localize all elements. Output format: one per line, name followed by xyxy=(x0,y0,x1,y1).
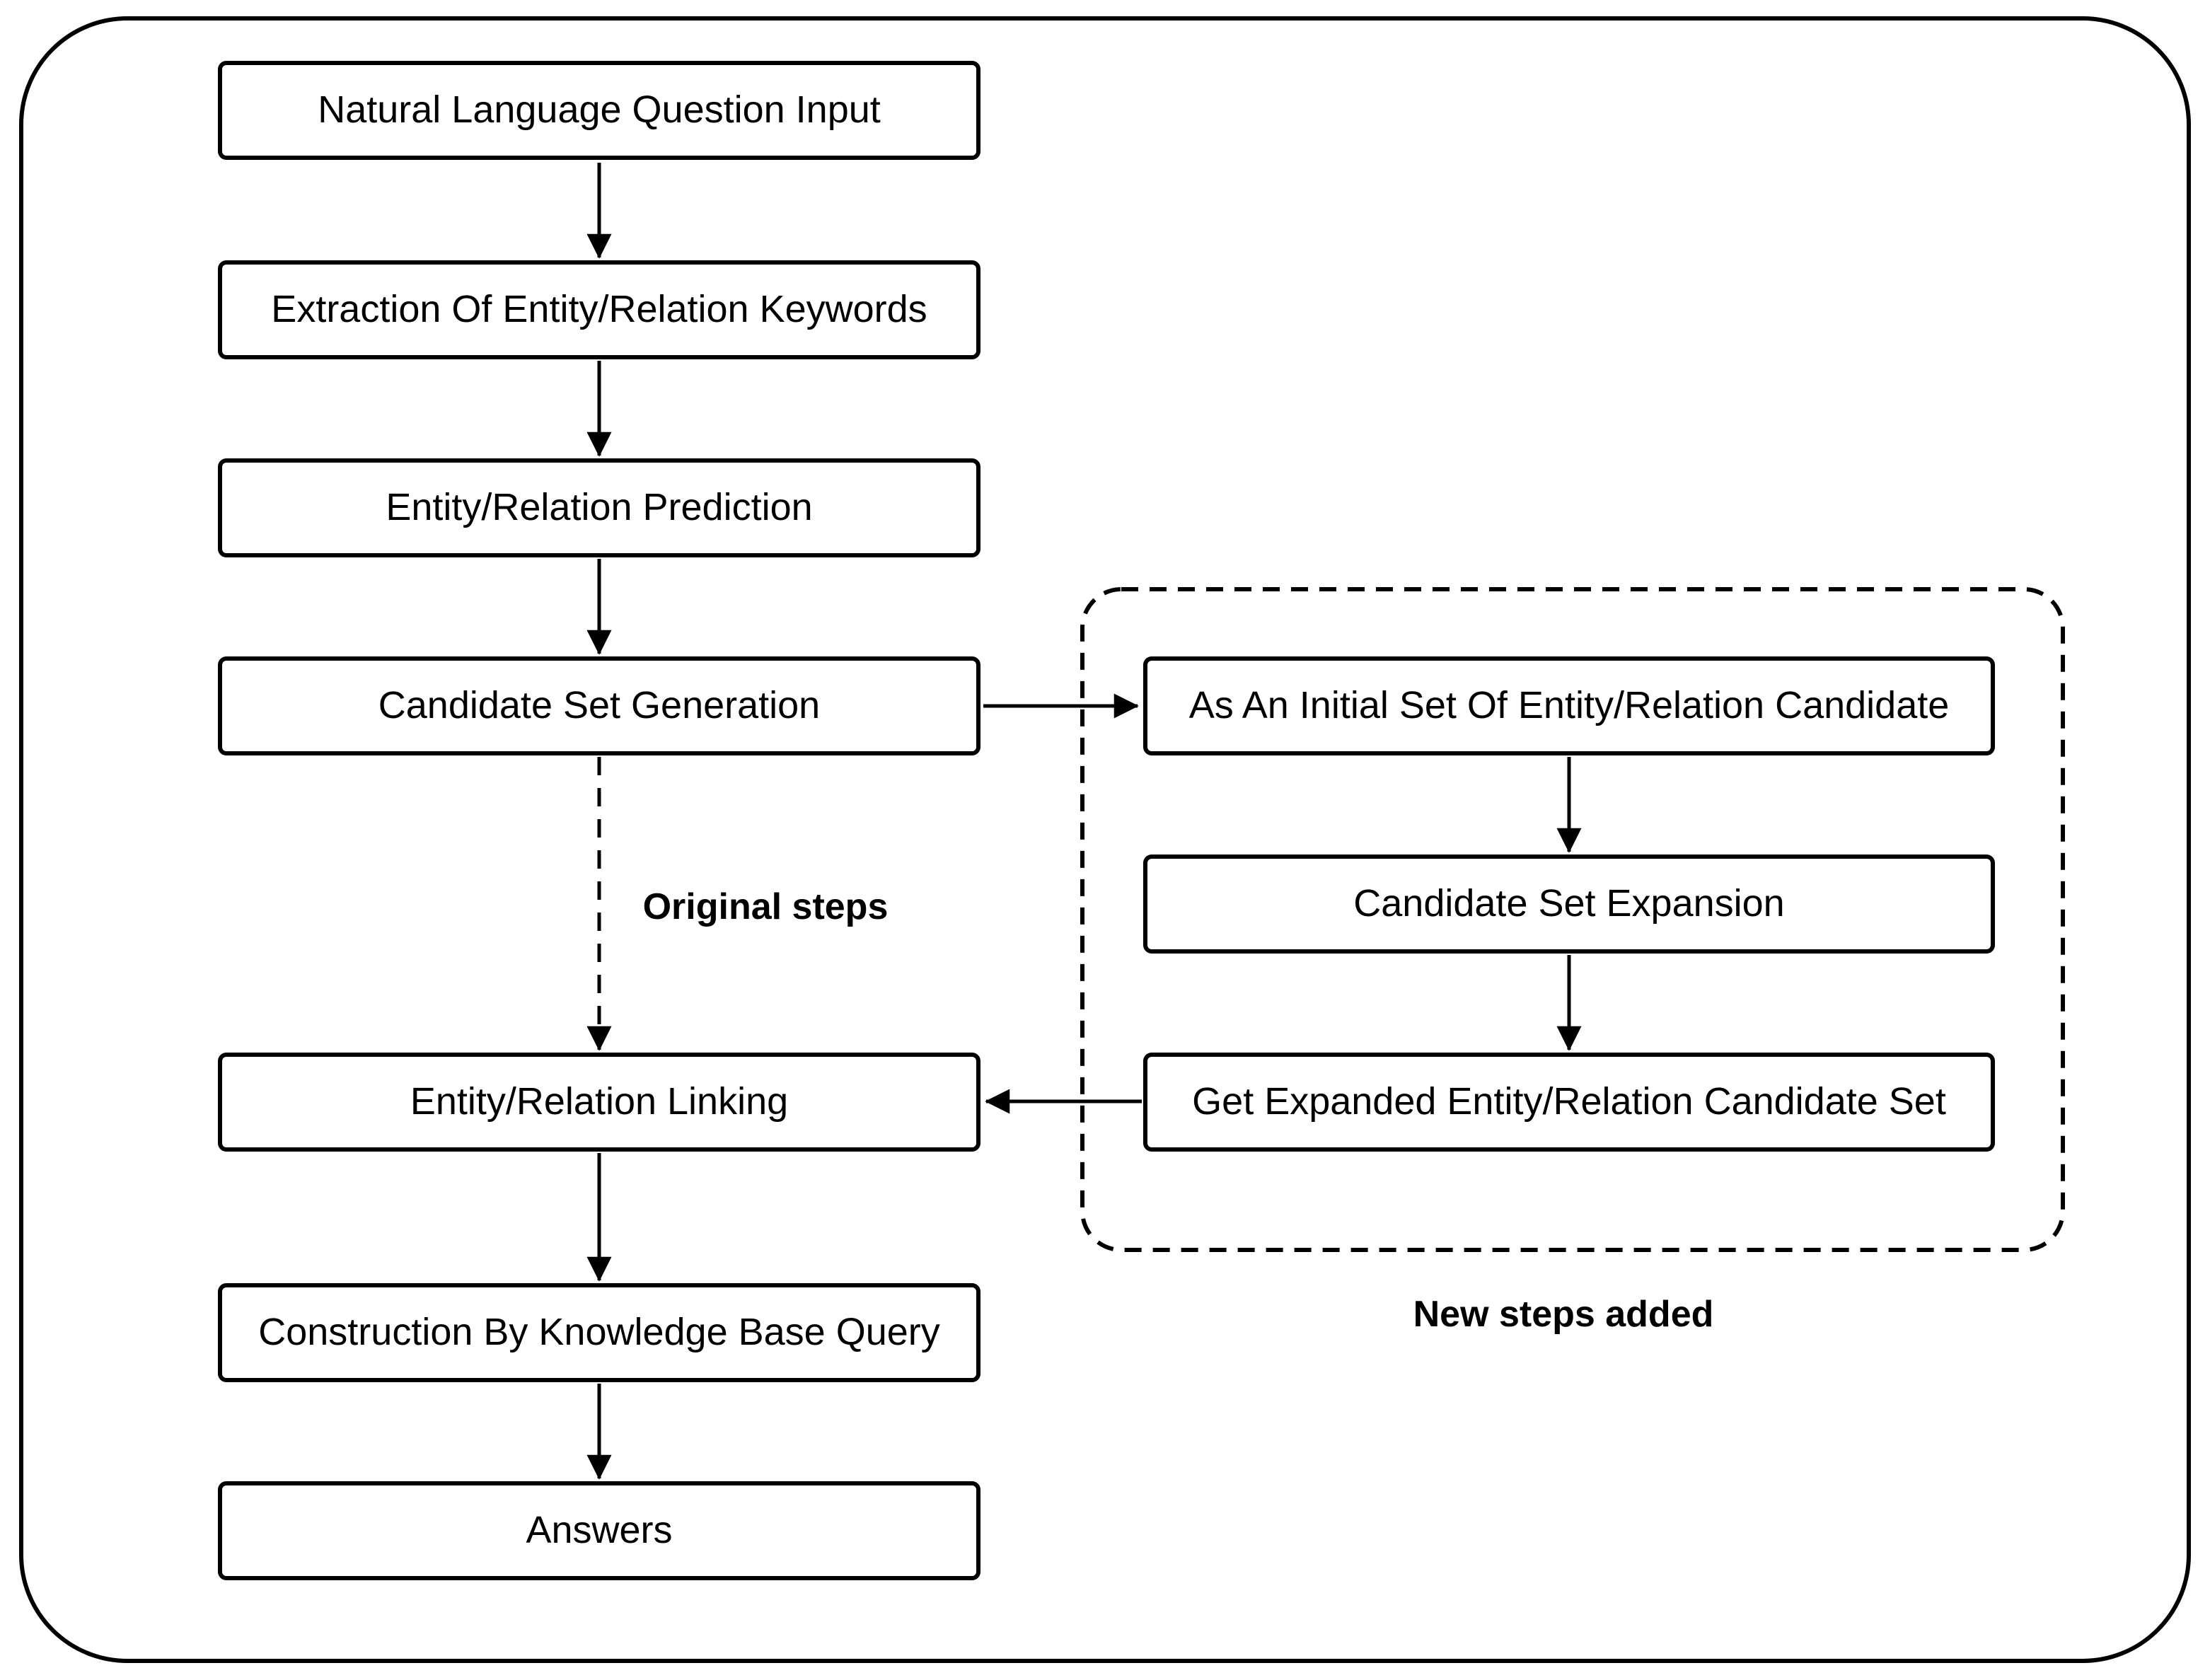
flow-box-entity-relation-linking: Entity/Relation Linking xyxy=(218,1053,980,1152)
flow-box-label: Get Expanded Entity/Relation Candidate S… xyxy=(1192,1080,1946,1123)
new-steps-added-label: New steps added xyxy=(1413,1294,1714,1335)
flow-box-label: Natural Language Question Input xyxy=(318,88,881,132)
flow-box-label: Entity/Relation Linking xyxy=(410,1080,789,1123)
flow-box-expanded-candidate-set: Get Expanded Entity/Relation Candidate S… xyxy=(1143,1053,1995,1152)
flow-box-label: Answers xyxy=(526,1509,673,1552)
flow-box-natural-language-question-input: Natural Language Question Input xyxy=(218,61,980,160)
flow-box-entity-relation-prediction: Entity/Relation Prediction xyxy=(218,458,980,557)
flow-box-candidate-set-expansion: Candidate Set Expansion xyxy=(1143,855,1995,954)
outer-frame-border xyxy=(19,16,2191,1663)
flow-box-construction-by-knowledge-base-query: Construction By Knowledge Base Query xyxy=(218,1283,980,1382)
flow-box-candidate-set-generation: Candidate Set Generation xyxy=(218,656,980,755)
flow-box-label: Entity/Relation Prediction xyxy=(386,486,813,529)
flow-box-label: Candidate Set Generation xyxy=(378,684,821,727)
flow-box-extraction-of-keywords: Extraction Of Entity/Relation Keywords xyxy=(218,260,980,359)
flow-box-label: As An Initial Set Of Entity/Relation Can… xyxy=(1188,684,1950,727)
flow-box-answers: Answers xyxy=(218,1481,980,1580)
original-steps-label: Original steps xyxy=(642,886,889,927)
new-steps-dashed-container xyxy=(1080,587,2065,1252)
flow-box-label: Extraction Of Entity/Relation Keywords xyxy=(271,288,927,331)
flow-box-label: Construction By Knowledge Base Query xyxy=(258,1311,940,1354)
flow-box-initial-candidate-set: As An Initial Set Of Entity/Relation Can… xyxy=(1143,656,1995,755)
flow-box-label: Candidate Set Expansion xyxy=(1353,882,1785,925)
